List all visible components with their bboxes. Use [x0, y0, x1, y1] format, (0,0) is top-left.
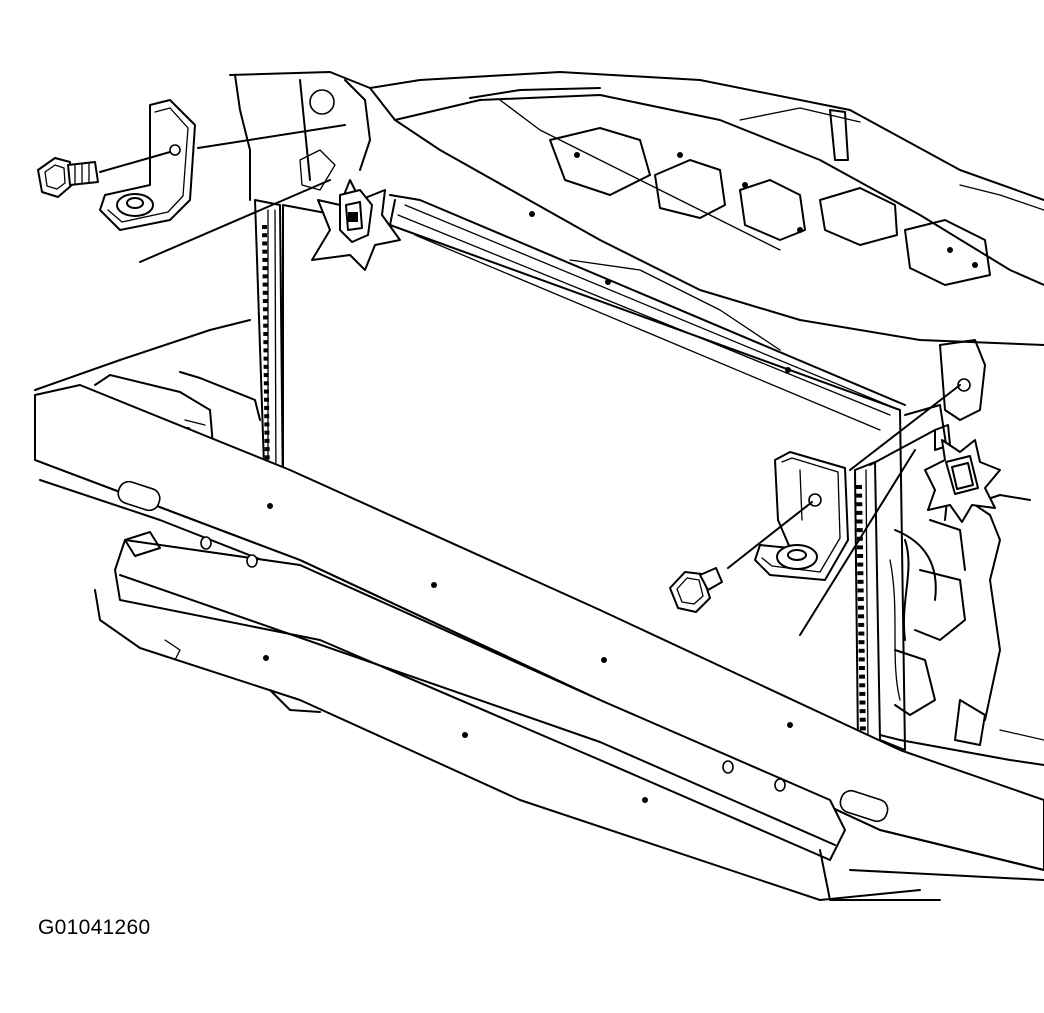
- fin-mark: [262, 282, 268, 287]
- fin-mark: [264, 405, 270, 410]
- fin-mark: [262, 225, 267, 229]
- upper-left-bolt: [37, 157, 99, 198]
- fin-mark: [857, 588, 864, 593]
- fin-mark: [859, 674, 866, 679]
- fin-mark: [858, 622, 865, 627]
- fin-mark: [262, 274, 268, 279]
- fin-mark: [856, 510, 863, 515]
- fin-mark: [858, 657, 865, 662]
- fin-mark: [262, 307, 268, 312]
- radiator-support-left-side: [34, 74, 371, 471]
- fin-mark: [858, 640, 865, 645]
- fin-mark: [263, 389, 269, 394]
- fin-mark: [263, 373, 269, 378]
- fin-mark: [857, 597, 864, 602]
- fin-mark: [264, 397, 270, 402]
- lower-right-bracket: [754, 451, 849, 581]
- fin-mark: [858, 648, 865, 653]
- fin-mark: [263, 323, 269, 328]
- fin-mark: [262, 299, 268, 304]
- figure-code-label: G01041260: [38, 916, 151, 939]
- fin-mark: [263, 364, 269, 369]
- fin-mark: [263, 356, 269, 361]
- lower-right-isolator-callout: [924, 439, 1001, 523]
- fin-mark: [264, 447, 270, 452]
- fin-mark: [856, 485, 862, 489]
- upper-left-bracket: [99, 99, 196, 231]
- fin-mark: [857, 553, 864, 558]
- fin-mark: [263, 348, 269, 353]
- upper-left-isolator-callout: [311, 179, 401, 271]
- fin-mark: [857, 605, 864, 610]
- fin-mark: [264, 455, 270, 460]
- fin-mark: [856, 519, 863, 524]
- fin-mark: [262, 266, 268, 271]
- fin-mark: [264, 414, 270, 419]
- upper-left-leader-lines: [99, 124, 346, 263]
- fin-mark: [262, 241, 268, 246]
- fin-mark: [262, 233, 268, 238]
- radiator-support-upper: [229, 71, 1044, 346]
- fin-mark: [263, 315, 269, 320]
- fin-mark: [262, 257, 268, 262]
- fin-mark: [263, 331, 269, 336]
- fin-mark: [859, 709, 866, 714]
- lower-right-bolt: [669, 567, 723, 613]
- fin-mark: [857, 562, 864, 567]
- condenser-left-tank-fins: [262, 225, 270, 484]
- fin-mark: [857, 579, 864, 584]
- fin-mark: [856, 528, 863, 533]
- fin-mark: [262, 290, 268, 295]
- lower-right-leader-lines: [727, 384, 961, 636]
- fin-mark: [264, 430, 270, 435]
- fin-mark: [859, 700, 866, 705]
- impact-bar: [34, 384, 1044, 901]
- fin-mark: [263, 340, 269, 345]
- fin-mark: [264, 438, 270, 443]
- fin-mark: [856, 493, 863, 498]
- fin-mark: [856, 545, 863, 550]
- fin-mark: [858, 666, 865, 671]
- fin-mark: [859, 717, 866, 722]
- fin-mark: [858, 631, 865, 636]
- fin-mark: [859, 683, 866, 688]
- fin-mark: [262, 249, 268, 254]
- fin-mark: [857, 571, 864, 576]
- fin-mark: [263, 381, 269, 386]
- fin-mark: [264, 422, 270, 427]
- fin-mark: [858, 614, 865, 619]
- fin-mark: [859, 726, 866, 731]
- fin-mark: [859, 691, 866, 696]
- fin-mark: [856, 502, 863, 507]
